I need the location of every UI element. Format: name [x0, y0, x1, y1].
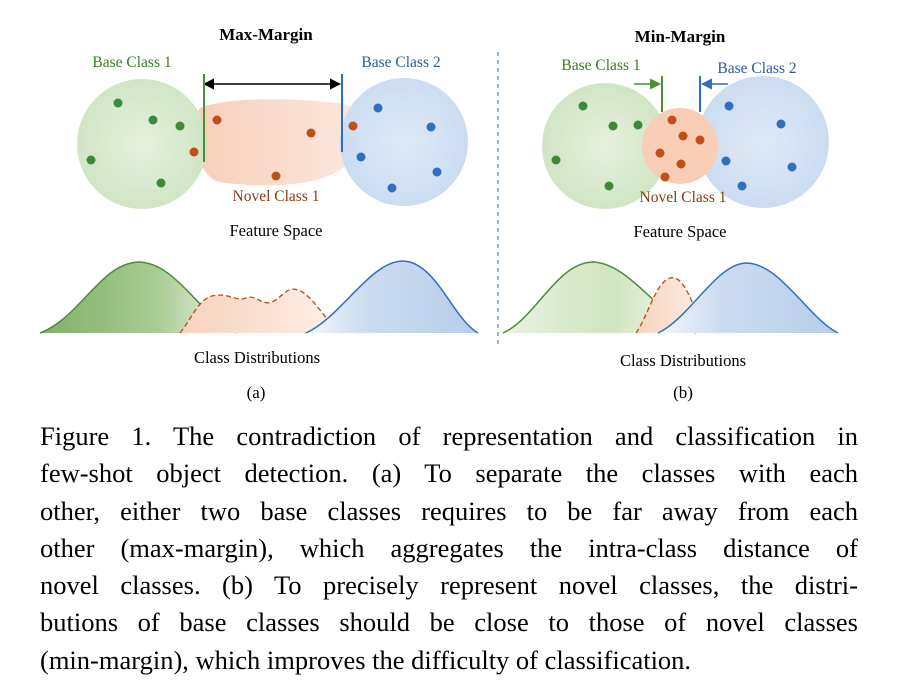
caption-line: Figure 1. The contradiction of represent…: [40, 421, 858, 451]
point: [737, 181, 747, 191]
figure-caption: Figure 1. The contradiction of represent…: [40, 418, 858, 679]
point: [156, 178, 166, 188]
panel-a-title: Max-Margin: [219, 25, 313, 44]
point: [86, 155, 96, 165]
point: [189, 147, 199, 157]
point: [306, 128, 316, 138]
novel-label-b: Novel Class 1: [640, 189, 727, 206]
point: [633, 120, 643, 130]
feature-space-label-b: Feature Space: [634, 222, 727, 241]
point: [667, 115, 677, 125]
point: [721, 156, 731, 166]
sub-label-b: (b): [673, 383, 693, 402]
point: [787, 162, 797, 172]
novel-distribution-outline-a: [179, 288, 343, 334]
base2-distribution-outline-b: [657, 262, 839, 334]
distributions-label-b: Class Distributions: [620, 351, 746, 370]
base1-label-a: Base Class 1: [92, 54, 171, 71]
point: [356, 152, 366, 162]
novel-distribution-outline-b: [635, 277, 707, 334]
base2-distribution-a: [306, 261, 478, 333]
base2-circle-a: [340, 78, 468, 206]
point: [148, 115, 158, 125]
point: [212, 115, 222, 125]
point: [676, 159, 686, 169]
point: [175, 121, 185, 131]
base2-points-b: [721, 101, 797, 191]
base2-label-a: Base Class 2: [361, 54, 440, 71]
point: [271, 171, 281, 181]
point: [426, 122, 436, 132]
caption-line: butions of base classes should be close …: [40, 607, 858, 638]
point: [348, 121, 358, 131]
base2-label-b: Base Class 2: [717, 60, 796, 77]
base1-points-b: [551, 101, 643, 191]
novel-region-a: [194, 99, 363, 186]
base1-label-b: Base Class 1: [561, 57, 640, 74]
figure-svg: Max-Margin: [39, 25, 839, 402]
point: [604, 181, 614, 191]
novel-distribution-a: [180, 289, 342, 333]
sub-label-a: (a): [247, 383, 266, 402]
panel-b: Min-Margin: [502, 27, 839, 402]
caption-line: other (max-margin), which aggregates the…: [40, 532, 858, 563]
caption-line: (min-margin), which improves the difficu…: [40, 644, 692, 675]
novel-points-b: [655, 115, 705, 182]
base1-points-a: [86, 98, 185, 188]
point: [373, 103, 383, 113]
base1-distribution-a: [40, 262, 236, 333]
distributions-label-a: Class Distributions: [194, 348, 320, 367]
point: [113, 98, 123, 108]
novel-points-a: [189, 115, 358, 181]
panel-b-title: Min-Margin: [635, 27, 726, 46]
novel-label-a: Novel Class 1: [233, 188, 320, 205]
figure-1: Max-Margin: [39, 25, 839, 402]
point: [608, 121, 618, 131]
point: [551, 155, 561, 165]
novel-circle-b: [642, 108, 718, 184]
base2-points-a: [356, 103, 442, 193]
point: [578, 101, 588, 111]
point: [695, 135, 705, 145]
point: [432, 167, 442, 177]
point: [678, 131, 688, 141]
point: [655, 148, 665, 158]
feature-space-label-a: Feature Space: [230, 221, 323, 240]
point: [724, 101, 734, 111]
base1-circle-b: [542, 83, 668, 209]
point: [660, 172, 670, 182]
base1-circle-a: [77, 79, 207, 209]
base2-distribution-b: [658, 263, 838, 333]
caption-line: few-shot object detection. (a) To separa…: [40, 458, 858, 489]
caption-line: novel classes. (b) To precisely represen…: [40, 570, 858, 601]
caption-line: other, either two base classes requires …: [40, 495, 858, 526]
base2-distribution-outline-a: [305, 260, 479, 334]
point: [776, 119, 786, 129]
panel-a: Max-Margin: [39, 25, 479, 402]
point: [387, 183, 397, 193]
